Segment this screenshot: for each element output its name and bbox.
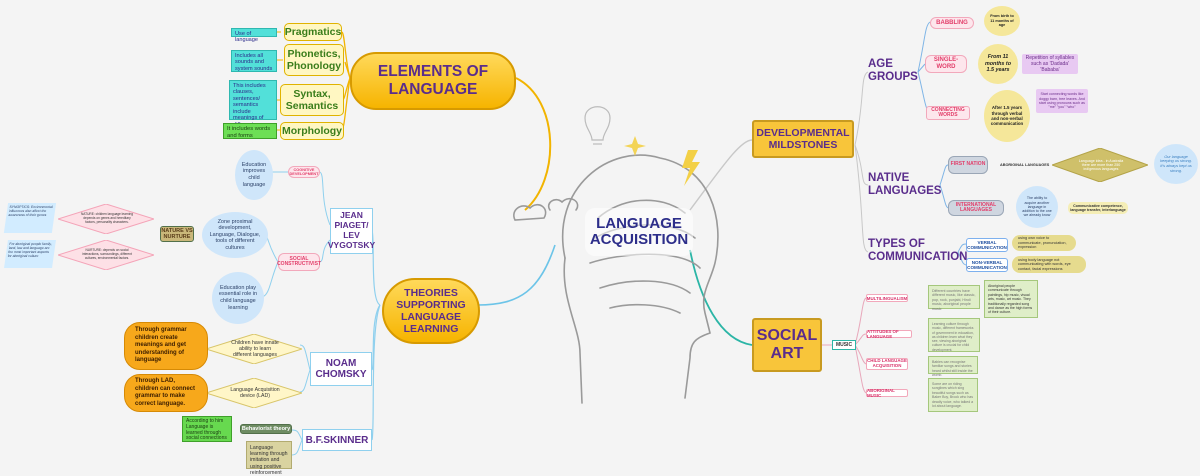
child-language-note: Babies can recognise familiar songs and … — [928, 356, 978, 377]
music-tag[interactable]: MUSIC — [832, 340, 856, 350]
age-groups-node[interactable]: AGE GROUPS — [868, 58, 920, 84]
behaviorist-theory-tag[interactable]: Behaviorist theory — [240, 424, 292, 434]
first-nation-tag[interactable]: FIRST NATION — [948, 156, 988, 174]
nature-diamond: NATURE: children language learning depen… — [58, 204, 154, 234]
noam-chomsky-node[interactable]: NOAM CHOMSKY — [310, 352, 372, 386]
single-word-note: Repetition of syllables such as 'Dadada'… — [1022, 54, 1078, 74]
our-language-bubble: Our language keeping us strong. It's alw… — [1154, 144, 1198, 184]
chomsky-label: NOAM CHOMSKY — [315, 357, 367, 381]
attitudes-of-language-tag[interactable]: ATTITUDES OF LANGUAGE — [866, 329, 912, 339]
pragmatics-note: Use of language — [231, 28, 277, 43]
social-art-title: SOCIAL ART — [756, 326, 818, 362]
skinner-according-note: According to him Language is learned thr… — [182, 416, 232, 442]
phonetics-label: Phonetics, Phonology — [286, 47, 342, 72]
lad-diamond: Language Acquisition device (LAD) — [206, 378, 302, 408]
child-language-acquisition-tag[interactable]: CHILD LANGUAGE ACQUISITION — [866, 358, 908, 370]
nature-vs-nurture-tag[interactable]: NATURE VS NURTURE — [160, 226, 194, 242]
connecting-words-tag[interactable]: CONNECTING WORDS — [926, 106, 970, 120]
babbling-age-bubble: From birth to 11 months of age — [984, 6, 1020, 36]
connecting-words-note: Start connecting words like doggy barn, … — [1036, 89, 1088, 113]
pragmatics-node[interactable]: Pragmatics — [284, 23, 342, 41]
types-of-communication-node[interactable]: TYPES OF COMMUNICATION — [868, 238, 967, 264]
development-title: DEVELOPMENTAL MILDSTONES — [756, 126, 850, 151]
education-improves-bubble: Education improves child language — [235, 150, 273, 200]
central-topic-label: LANGUAGE ACQUISITION — [589, 214, 689, 248]
zone-proximal-bubble: Zone proximal development, Language, Dia… — [202, 212, 268, 258]
phonetics-node[interactable]: Phonetics, Phonology — [284, 44, 344, 76]
native-languages-label: NATIVE LANGUAGES — [868, 172, 942, 198]
elements-of-language-node[interactable]: ELEMENTS OF LANGUAGE — [350, 52, 516, 110]
education-play-bubble: Education play essential role in child l… — [212, 272, 264, 324]
verbal-communication-note: using own voice to communicate, pronunci… — [1012, 235, 1076, 251]
nonverbal-communication-tag[interactable]: NON-VERBAL COMMUNICATION — [966, 258, 1008, 272]
pragmatics-label: Pragmatics — [284, 25, 342, 38]
morphology-note: It includes words and forms — [223, 123, 277, 139]
syntax-note: This includes clauses, sentences/ semant… — [229, 80, 277, 128]
age-groups-label: AGE GROUPS — [868, 58, 918, 84]
social-art-node[interactable]: SOCIAL ART — [752, 318, 822, 372]
acquire-language-bubble: The ability to acquire another language … — [1016, 186, 1058, 228]
skinner-node[interactable]: B.F.SKINNER — [302, 429, 372, 451]
morphology-node[interactable]: Morphology — [280, 122, 344, 140]
grammar-note: Through grammar children create meanings… — [124, 322, 208, 370]
aboriginal-languages-label: ABORIGINAL LANGUAGES — [1000, 163, 1050, 167]
phonetics-note: Includes all sounds and system sounds — [231, 50, 277, 72]
cognitive-development-tag[interactable]: COGNITIVE DEVELOPMENT — [288, 166, 320, 178]
social-constructivist-tag[interactable]: SOCIAL CONSTRUCTIVIST — [277, 253, 321, 271]
central-topic[interactable]: LANGUAGE ACQUISITION — [585, 208, 693, 256]
developmental-milestones-node[interactable]: DEVELOPMENTAL MILDSTONES — [752, 120, 854, 158]
attitudes-note: Learning culture through music, differen… — [928, 318, 980, 352]
multilingualism-note: Different countries have different music… — [928, 285, 980, 311]
theories-node[interactable]: THEORIES SUPPORTING LANGUAGE LEARNING — [382, 278, 480, 344]
theories-title: THEORIES SUPPORTING LANGUAGE LEARNING — [396, 286, 466, 336]
multilingualism-tag[interactable]: MULTILINGUALISM — [866, 294, 908, 302]
synoptics-note: SYNOPTICS: Environmental influences also… — [3, 203, 57, 233]
nurture-diamond: NURTURE: depends on social interactions,… — [58, 240, 154, 270]
single-word-age-bubble: From 11 months to 1.5 years — [978, 44, 1018, 84]
syntax-label: Syntax, Semantics — [285, 87, 339, 112]
nonverbal-communication-note: using body language not communicating wi… — [1012, 256, 1086, 273]
connecting-age-bubble: After 1.5 years through verbal and non-v… — [984, 90, 1030, 142]
aboriginal-languages-diamond: Language idea - in Australia there are m… — [1052, 148, 1148, 182]
aboriginal-communication-note: Aboriginal people communicate through pa… — [984, 280, 1038, 318]
verbal-communication-tag[interactable]: VERBAL COMMUNICATION — [966, 238, 1008, 252]
syntax-node[interactable]: Syntax, Semantics — [280, 84, 344, 116]
elements-title: ELEMENTS OF LANGUAGE — [377, 63, 489, 98]
native-languages-node[interactable]: NATIVE LANGUAGES — [868, 172, 942, 198]
head-illustration — [513, 106, 719, 404]
innate-ability-diamond: Children have innate ability to learn di… — [206, 334, 302, 364]
morphology-label: Morphology — [281, 124, 343, 137]
lad-grammar-note: Through LAD, children can connect gramma… — [124, 374, 208, 412]
communicative-competence-note: Communicative competence, language trans… — [1068, 202, 1128, 214]
piaget-label: JEAN PIAGET/ LEV VYGOTSKY — [327, 210, 376, 250]
piaget-vygotsky-node[interactable]: JEAN PIAGET/ LEV VYGOTSKY — [327, 208, 376, 254]
aboriginal-music-tag[interactable]: ABORIGINAL MUSIC — [866, 388, 908, 398]
skinner-label: B.F.SKINNER — [305, 434, 369, 446]
types-label: TYPES OF COMMUNICATION — [868, 238, 968, 264]
aboriginal-family-note: For aboriginal people family, land, law … — [4, 240, 56, 268]
international-languages-tag[interactable]: INTERNATIONAL LANGUAGES — [948, 200, 1004, 216]
aboriginal-music-note: Some are on riding songlines which sing … — [928, 378, 978, 412]
babbling-tag[interactable]: BABBLING — [930, 17, 974, 29]
single-word-tag[interactable]: SINGLE-WORD — [925, 55, 967, 73]
imitation-note: Language learning through imitation and … — [246, 441, 292, 476]
